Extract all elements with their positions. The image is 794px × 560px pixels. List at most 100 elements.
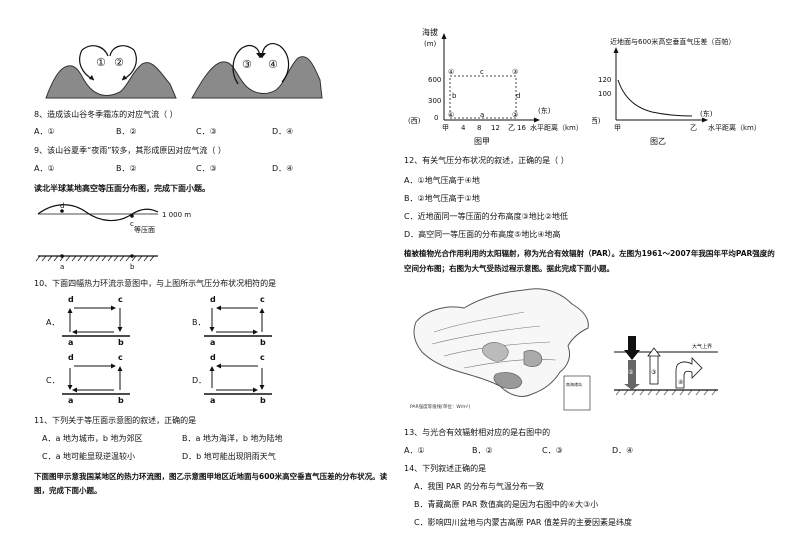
q10-diagram-a[interactable]: d c a b — [62, 294, 132, 346]
q10c-label-b: b — [118, 396, 124, 404]
q8-text: 8、造成该山谷冬季霜冻的对应气流（ ） — [34, 110, 178, 119]
q10b-label-c: c — [260, 295, 265, 304]
marker-2: ② — [114, 56, 124, 69]
q11-option-b[interactable]: B．a 地为海洋，b 地为陆地 — [182, 434, 283, 443]
q8-option-c[interactable]: C．③ — [196, 127, 217, 136]
fig-jia-letter-c: c — [480, 68, 484, 76]
atmos-label-3: ③ — [651, 369, 656, 376]
valley-circulation-figure: ① ② ③ ④ — [45, 43, 323, 99]
q12-text: 12、有关气压分布状况的叙述，正确的是（ ） — [404, 156, 569, 165]
isobar-label-a: a — [60, 263, 64, 270]
valley-left-terrain — [45, 62, 177, 99]
marker-1: ① — [96, 56, 106, 69]
fig-yi-title: 近地面与600米高空垂直气压差（百帕） — [610, 37, 735, 46]
china-outline — [413, 288, 589, 397]
q10-diagram-c[interactable]: d c a b — [62, 352, 132, 404]
fig-jia-xtick-12: 12 — [491, 124, 500, 132]
fig-jia-intro: 下面图甲示意我国某地区的热力环流图，图乙示意图甲地区近地面与600米高空垂直气压… — [34, 472, 388, 495]
q10a-label-d: d — [68, 295, 74, 304]
q10-diagram-d[interactable]: d c a b — [204, 352, 274, 404]
q11-text: 11、下列关于等压面示意图的叙述，正确的是 — [34, 416, 197, 425]
q14-option-c[interactable]: C．影响四川盆地与内蒙古高原 PAR 值差异的主要因素是纬度 — [414, 518, 633, 527]
fig-yi-ytick-120: 120 — [598, 76, 611, 84]
q14-option-b[interactable]: B．青藏高原 PAR 数值高的是因为右图中的④大③小 — [414, 500, 599, 509]
q13-option-c[interactable]: C．③ — [542, 446, 563, 455]
fig-jia-xtick-4: 4 — [461, 124, 466, 132]
q14-text: 14、下列叙述正确的是 — [404, 464, 487, 473]
q12-option-b[interactable]: B．②地气压高于①地 — [404, 194, 480, 203]
par-map-note: PAR强度等值线(单位：W/m²) — [410, 403, 471, 410]
fig-jia-east: (东) — [538, 106, 551, 115]
q12-option-a[interactable]: A．①地气压高于④地 — [404, 176, 480, 185]
q13-option-b[interactable]: B．② — [472, 446, 493, 455]
q10-option-d[interactable]: D． — [192, 376, 207, 385]
q9-option-d[interactable]: D．④ — [272, 164, 294, 173]
atmos-label-1: ① — [622, 341, 627, 348]
q9-option-a[interactable]: A．① — [34, 164, 55, 173]
q13-option-d[interactable]: D．④ — [612, 446, 634, 455]
fig-jia-marker-3: ③ — [512, 68, 518, 76]
atmos-label-2: ② — [628, 369, 634, 376]
q11-option-d[interactable]: D．b 地可能出现阴雨天气 — [182, 452, 276, 461]
fig-jia-xlabel: 水平距离（km） — [530, 123, 583, 132]
q10a-label-b: b — [118, 338, 124, 346]
q10b-label-b: b — [260, 338, 266, 346]
q10a-label-a: a — [68, 338, 73, 346]
fig-yi-ytick-100: 100 — [598, 90, 611, 98]
fig-yi-xtick-jia: 甲 — [614, 124, 621, 132]
fig-jia-yunit: (m) — [424, 40, 437, 48]
q11-option-a[interactable]: A．a 地为城市，b 地为郊区 — [42, 434, 143, 443]
fig-jia-marker-4: ④ — [448, 68, 454, 76]
fig-jia-ytick-300: 300 — [428, 97, 441, 105]
fig-jia-xtick-yi: 乙 — [508, 124, 515, 132]
par-map: 南海诸岛 PAR强度等值线(单位：W/m²) — [410, 288, 591, 411]
fig-yi-xlabel: 水平距离（km） — [708, 123, 761, 132]
isobar-label-c: c — [130, 220, 134, 228]
marker-4: ④ — [268, 58, 278, 71]
q10c-label-a: a — [68, 396, 73, 404]
q9-option-b[interactable]: B．② — [116, 164, 137, 173]
fig-yi-xtick-yi: 乙 — [690, 124, 697, 132]
q12-option-c[interactable]: C．近地面同一等压面的分布高度③地比②地低 — [404, 212, 568, 221]
q8-option-a[interactable]: A．① — [34, 127, 55, 136]
fig-jia: 海拔 (m) 600 300 0 ④ ③ ① ② c b a d (西) (东)… — [408, 27, 583, 146]
fig-jia-letter-d: d — [516, 92, 520, 100]
isobar-label-b: b — [130, 263, 135, 270]
isobar-label-1000: 1 000 m — [162, 211, 191, 219]
q13-text: 13、与光合有效辐射相对应的是右图中的 — [404, 428, 551, 437]
fig-yi-west: (西) — [592, 117, 601, 125]
south-sea-inset — [563, 375, 591, 411]
fig-yi-caption: 图乙 — [650, 137, 666, 146]
fig-jia-marker-1: ① — [448, 111, 454, 119]
q10-diagram-b[interactable]: d c a b — [204, 294, 274, 346]
q13-option-a[interactable]: A．① — [404, 446, 425, 455]
isobar-figure: d c 1 000 m 等压面 a b — [35, 202, 191, 270]
isobar-label-curve: 等压面 — [134, 225, 155, 234]
q9-option-c[interactable]: C．③ — [196, 164, 217, 173]
q12-option-d[interactable]: D．高空同一等压面的分布高度⑤地比④地高 — [404, 230, 561, 239]
q14-option-a[interactable]: A．我国 PAR 的分布与气温分布一致 — [414, 482, 544, 491]
q10-option-a[interactable]: A． — [46, 318, 60, 327]
q10c-label-d: d — [68, 353, 74, 362]
isobar-label-d: d — [60, 202, 64, 210]
fig-jia-ylabel: 海拔 — [422, 27, 438, 37]
q10-option-c[interactable]: C． — [46, 376, 60, 385]
q10c-label-c: c — [118, 353, 123, 362]
q10b-label-a: a — [210, 338, 215, 346]
q8-option-d[interactable]: D．④ — [272, 127, 294, 136]
atmosphere-heating-diagram: ① ② ③ ④ 大气上界 — [614, 336, 718, 396]
fig-jia-ytick-0: 0 — [434, 114, 438, 122]
fig-jia-caption: 图甲 — [474, 137, 490, 146]
fig-yi: 近地面与600米高空垂直气压差（百帕） 120 100 (西) (东) 甲 乙 … — [592, 37, 761, 146]
q10d-label-a: a — [210, 396, 215, 404]
q8-option-b[interactable]: B．② — [116, 127, 137, 136]
q10-option-b[interactable]: B． — [192, 318, 206, 327]
par-intro: 植被植物光合作用利用的太阳辐射，称为光合有效辐射（PAR）。左图为1961～20… — [404, 249, 775, 273]
q11-option-c[interactable]: C．a 地可能显现逆温较小 — [42, 452, 136, 461]
fig-jia-xtick-16: 16 — [517, 124, 526, 132]
fig-jia-letter-a: a — [480, 111, 484, 119]
fig-jia-xtick-jia: 甲 — [442, 124, 449, 132]
q10a-label-c: c — [118, 295, 123, 304]
fig-jia-letter-b: b — [452, 92, 457, 100]
fig-jia-ytick-600: 600 — [428, 76, 441, 84]
